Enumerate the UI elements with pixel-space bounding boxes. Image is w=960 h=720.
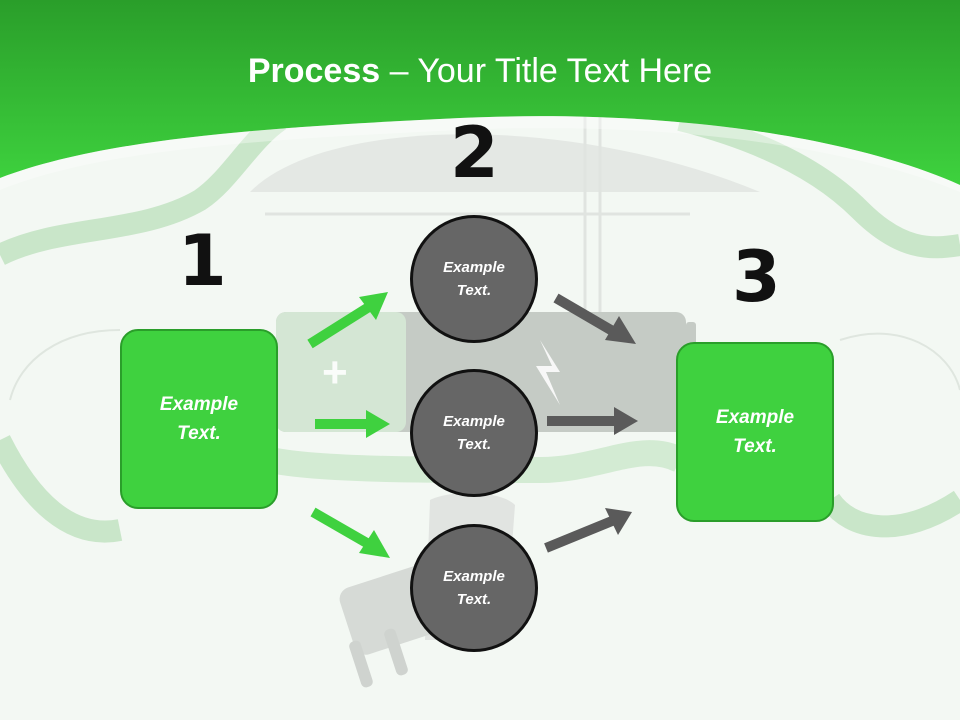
title-rest: – Your Title Text Here [380, 52, 713, 90]
battery-plus-sign: + [322, 348, 348, 397]
right-box-line1: Example [715, 407, 795, 428]
step-number-3: 3 [732, 236, 781, 318]
step-number-1: 1 [178, 220, 227, 302]
left-box-line2: Text. [177, 423, 221, 444]
step-number-2: 2 [450, 112, 499, 194]
page-title: Process – Your Title Text Here [0, 52, 960, 91]
circle-top-line2: Text. [456, 282, 492, 299]
circle-bottom-line2: Text. [456, 591, 492, 608]
right-box-line2: Text. [733, 436, 777, 457]
circle-middle-line2: Text. [456, 436, 492, 453]
circle-bottom-line1: Example [443, 568, 505, 585]
title-bold: Process [247, 52, 381, 90]
left-box-line1: Example [159, 394, 239, 415]
circle-top-line1: Example [443, 259, 505, 276]
arrow-icon [307, 292, 638, 558]
circle-middle-line1: Example [443, 413, 505, 430]
